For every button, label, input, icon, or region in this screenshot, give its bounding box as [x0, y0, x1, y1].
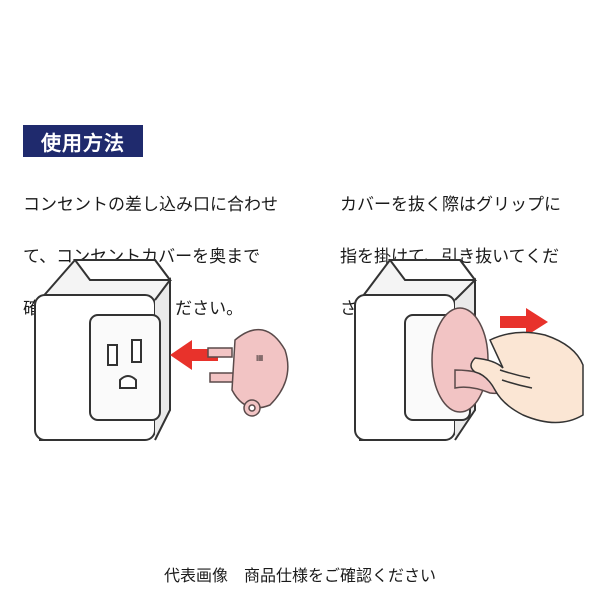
svg-text:▦: ▦	[256, 353, 264, 362]
image-caption: 代表画像 商品仕様をご確認ください	[163, 566, 436, 585]
outlet-insert-cover-illustration: ▦	[34, 259, 289, 441]
wall-outlet-icon	[34, 259, 172, 441]
arrow-right-icon	[500, 308, 548, 336]
instruction-right-line-1: カバーを抜く際はグリップに	[340, 195, 561, 215]
section-title: 使用方法	[23, 125, 143, 157]
outlet-remove-cover-illustration	[354, 259, 584, 441]
outlet-cover-icon: ▦	[207, 328, 289, 417]
instruction-left-line-1: コンセントの差し込み口に合わせ	[23, 195, 278, 215]
arrow-left-icon	[170, 340, 218, 370]
hand-icon	[470, 331, 584, 424]
